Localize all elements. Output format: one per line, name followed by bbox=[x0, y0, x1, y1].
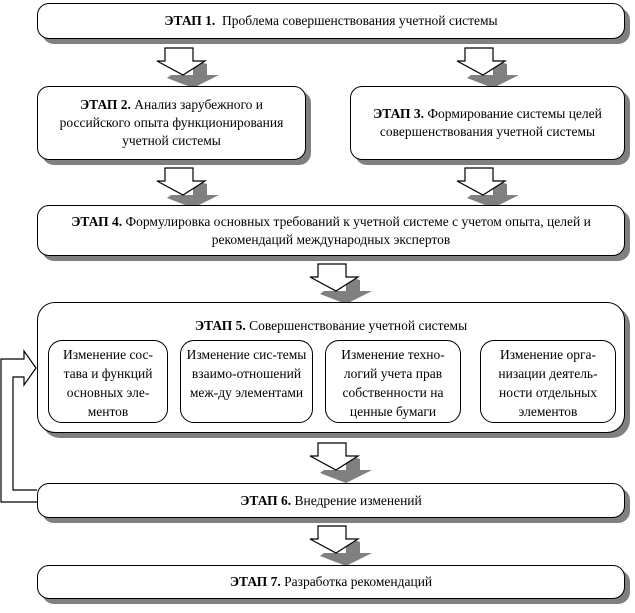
stage-7-box: ЭТАП 7. Разработка рекомендаций bbox=[37, 565, 625, 599]
stage-5-item: Изменение сос-тава и функций основных эл… bbox=[48, 340, 168, 423]
stage-3-box: ЭТАП 3. Формирование системы целей совер… bbox=[350, 86, 625, 160]
arrow-down-icon bbox=[156, 47, 220, 89]
stage-5-item: Изменение техно-логий учета прав собстве… bbox=[325, 340, 461, 423]
stage-4-box: ЭТАП 4. Формулировка основных требований… bbox=[37, 205, 625, 256]
stage-label: ЭТАП 7. bbox=[229, 574, 281, 589]
stage-5-item: Изменение орга-низации деятель-ности отд… bbox=[480, 340, 616, 423]
stage-text: Совершенствование учетной системы bbox=[249, 318, 468, 333]
stage-2-box: ЭТАП 2. Анализ зарубежного и российского… bbox=[37, 86, 306, 160]
stage-label: ЭТАП 2. bbox=[79, 97, 131, 112]
stage-label: ЭТАП 3. bbox=[373, 106, 425, 121]
stage-text: Анализ зарубежного и российского опыта ф… bbox=[59, 97, 284, 148]
stage-label: ЭТАП 4. bbox=[71, 213, 123, 229]
stage-text: Проблема совершенствования учетной систе… bbox=[222, 13, 498, 28]
stage-label: ЭТАП 6. bbox=[240, 492, 292, 508]
stage-text: Разработка рекомендаций bbox=[284, 574, 433, 589]
arrow-down-icon bbox=[309, 263, 373, 305]
arrow-down-icon bbox=[456, 167, 520, 209]
stage-6-box: ЭТАП 6. Внедрение изменений bbox=[37, 483, 625, 518]
arrow-down-icon bbox=[309, 442, 373, 484]
stage-5-item: Изменение сис-темы взаимо-отношений меж-… bbox=[180, 340, 313, 423]
stage-label: ЭТАП 5. bbox=[194, 318, 246, 333]
arrow-down-icon bbox=[156, 167, 220, 209]
feedback-arrow-icon bbox=[0, 349, 37, 503]
stage-text: Внедрение изменений bbox=[294, 492, 422, 508]
arrow-down-icon bbox=[456, 47, 520, 89]
stage-text: Формулировка основных требований к учетн… bbox=[125, 213, 591, 247]
stage-text: Формирование системы целей совершенствов… bbox=[379, 106, 602, 139]
stage-label: ЭТАП 1. bbox=[164, 13, 216, 28]
stage-1-box: ЭТАП 1. Проблема совершенствования учетн… bbox=[37, 3, 625, 39]
arrow-down-icon bbox=[309, 525, 373, 567]
